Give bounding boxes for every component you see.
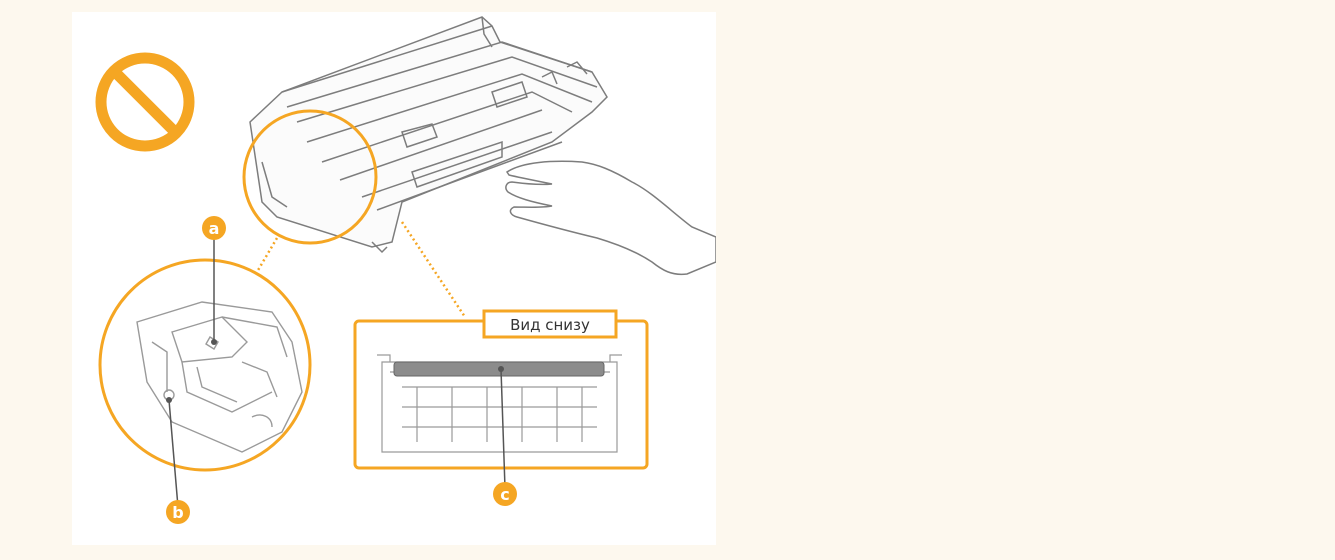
- prohibited-icon: [101, 58, 189, 146]
- connector-dots-right: [402, 222, 465, 317]
- callout-a-label: a: [209, 219, 220, 238]
- hand: [506, 161, 716, 274]
- detail-zoom-left: [100, 260, 310, 470]
- callout-b-label: b: [172, 503, 183, 522]
- illustration-panel: a b Вид снизу: [72, 12, 716, 545]
- connector-dots-left: [254, 238, 277, 277]
- cartridge-handling-illustration: a b Вид снизу: [72, 12, 716, 545]
- bottom-view-label: Вид снизу: [510, 316, 590, 334]
- callout-c-label: c: [500, 485, 509, 504]
